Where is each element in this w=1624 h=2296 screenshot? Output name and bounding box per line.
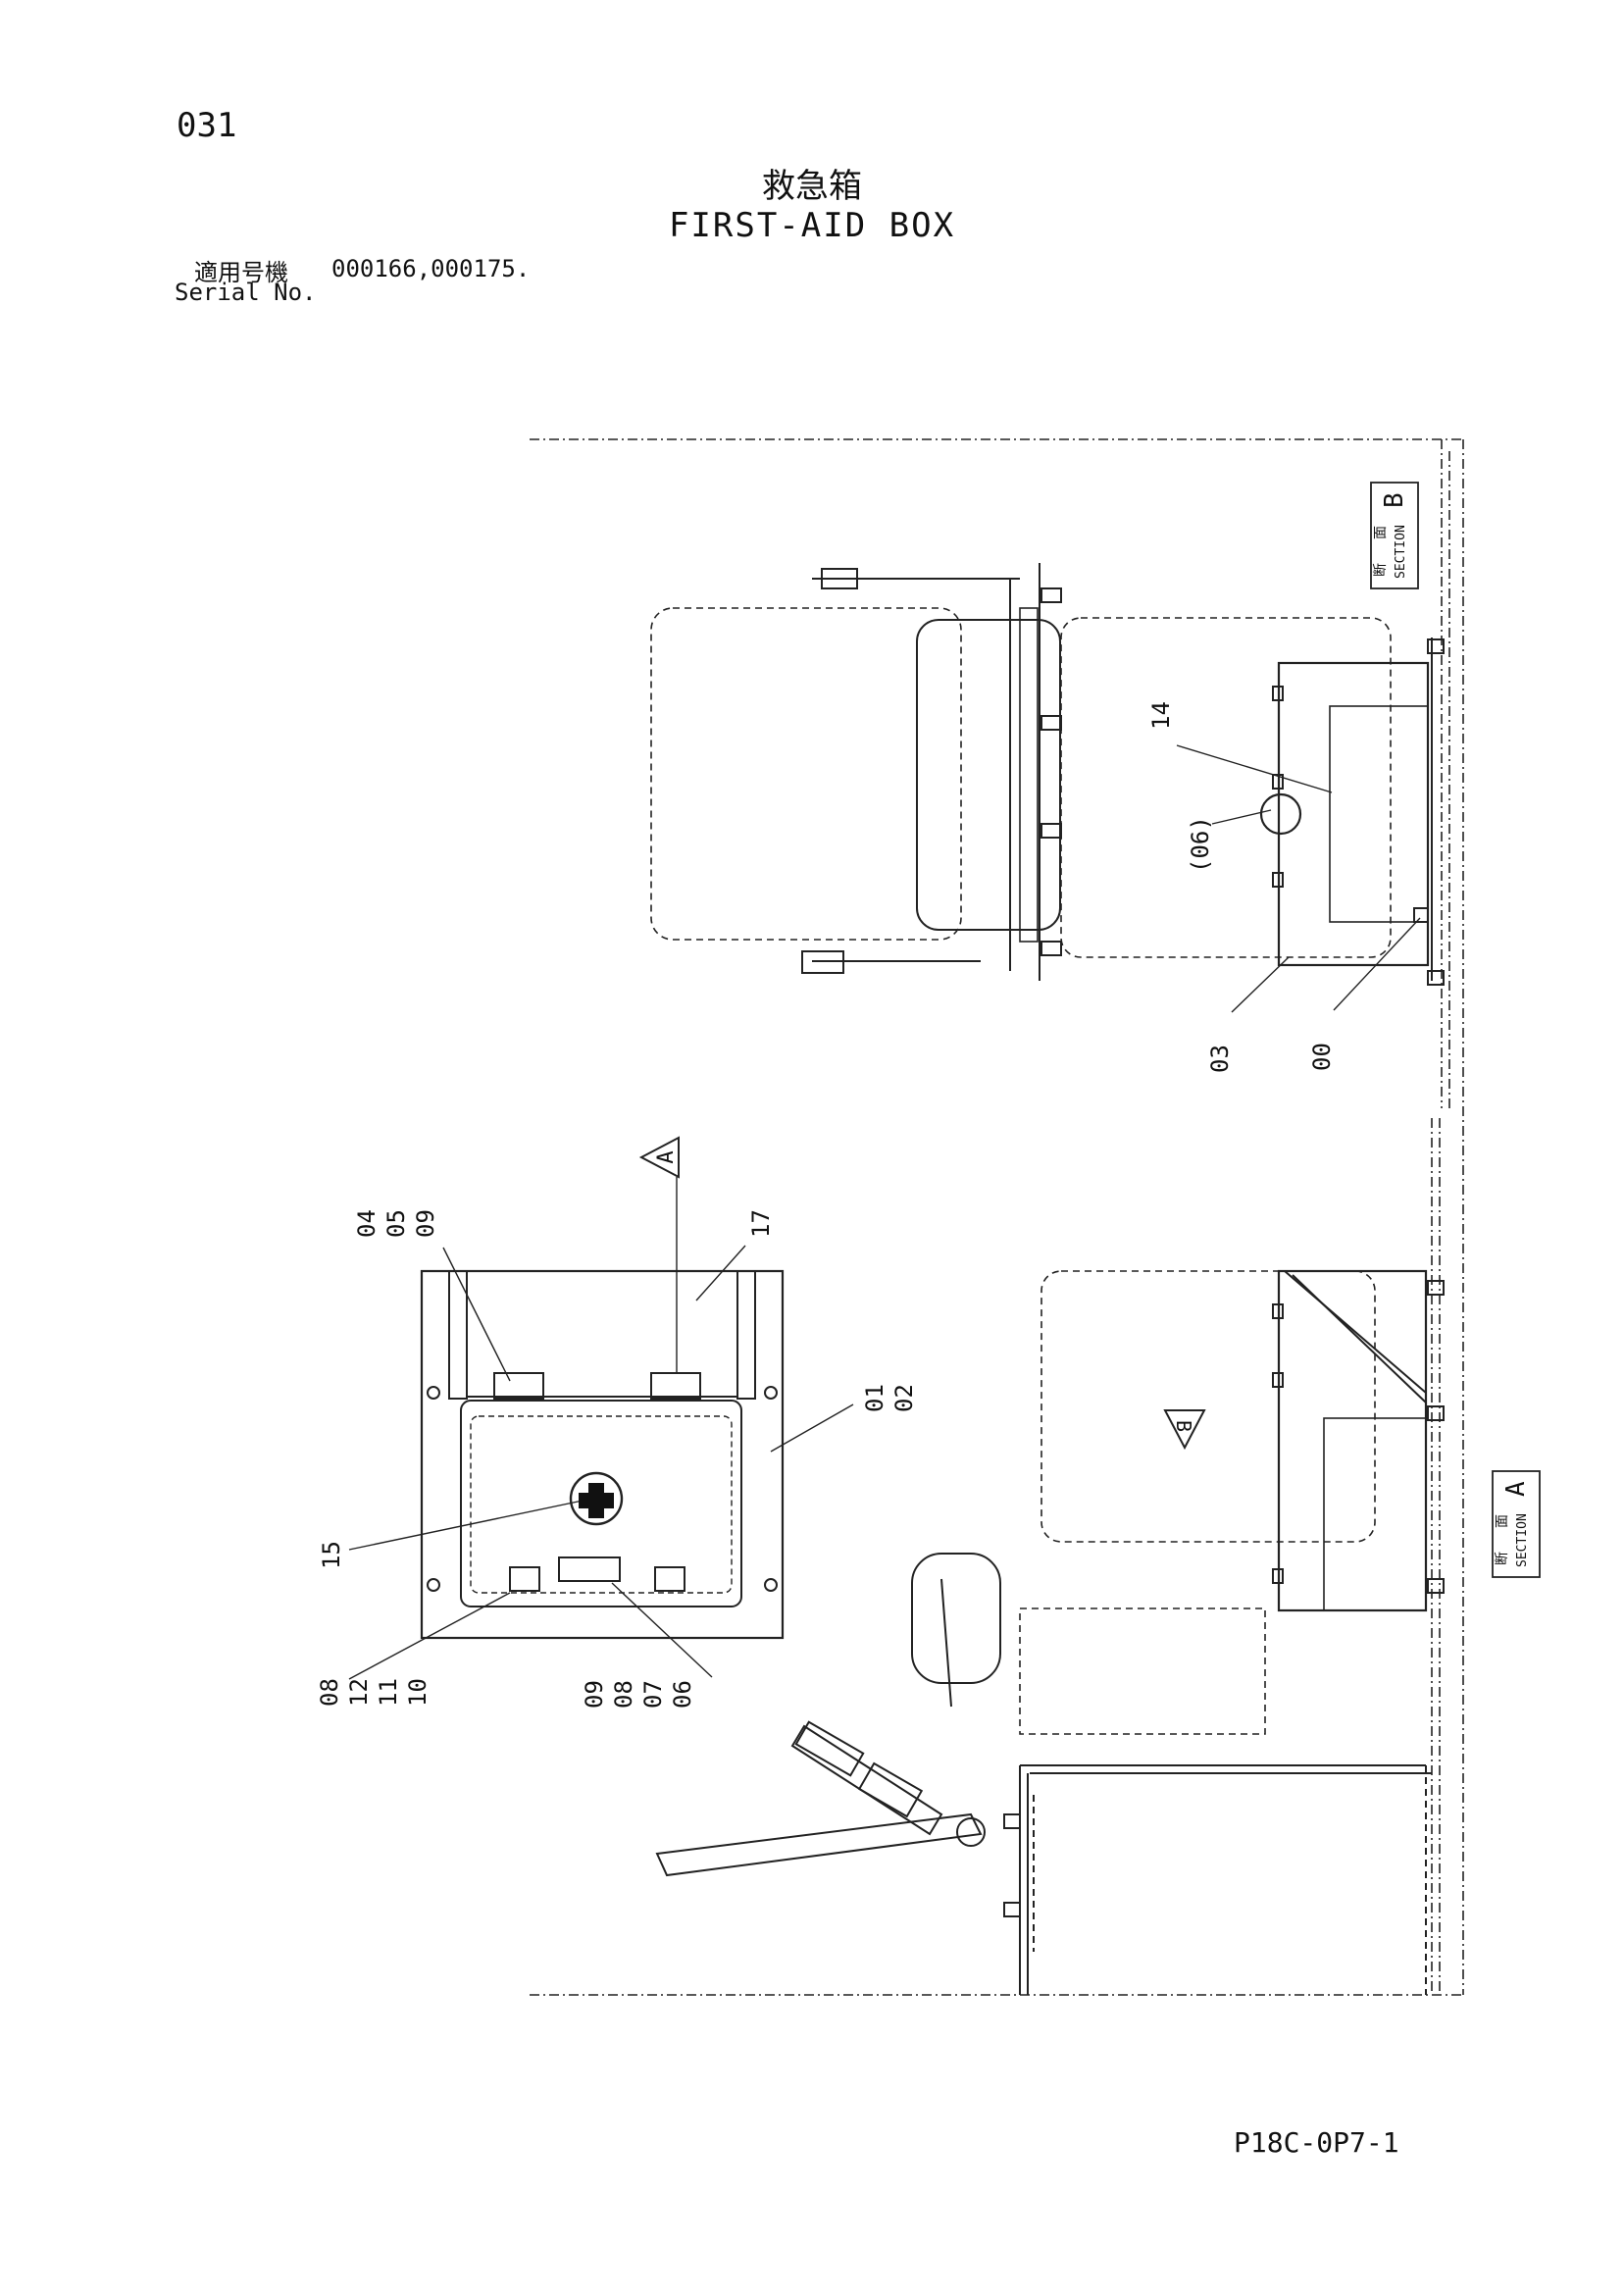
callout-01: 01 (861, 1384, 888, 1412)
section-a-letter: A (1501, 1481, 1531, 1497)
callout-04: 04 (353, 1209, 381, 1238)
callout-09b: 09 (581, 1680, 608, 1709)
section-b-en: SECTION (1394, 525, 1408, 579)
view-marker-a-letter: A (654, 1150, 679, 1163)
drawing-number: P18C-0P7-1 (1234, 2126, 1399, 2159)
callout-05: 05 (382, 1209, 410, 1238)
callout-11: 11 (375, 1678, 402, 1707)
section-b-letter: B (1380, 492, 1409, 508)
section-a-jp-top: 断 (1495, 1552, 1510, 1565)
callout-06b: 06 (669, 1680, 696, 1709)
callout-02: 02 (890, 1384, 918, 1412)
view-marker-b-letter: B (1172, 1420, 1195, 1432)
view-marker-b (1163, 1409, 1206, 1451)
leader-lines (348, 744, 1421, 1680)
callout-12: 12 (345, 1678, 373, 1707)
section-a-label (1492, 1470, 1541, 1578)
section-b-label (1370, 482, 1419, 589)
title-japanese: 救急箱 (762, 167, 862, 206)
callout-03: 03 (1206, 1045, 1234, 1073)
serial-label-japanese: 適用号機 (194, 259, 288, 286)
callout-08b: 08 (610, 1680, 637, 1709)
callout-15: 15 (318, 1541, 345, 1569)
section-b-view (650, 563, 1445, 986)
front-view (420, 1269, 785, 1640)
callout-07: 07 (639, 1680, 667, 1709)
section-b-jp-bottom: 面 (1373, 526, 1389, 539)
page-number: 031 (177, 106, 237, 145)
callout-10: 10 (404, 1678, 431, 1707)
first-aid-cross-icon (579, 1483, 614, 1518)
section-a-en: SECTION (1515, 1513, 1530, 1567)
callout-06-paren: (06) (1187, 816, 1214, 873)
title-english: FIRST-AID BOX (668, 206, 956, 245)
view-marker-a (638, 1136, 680, 1179)
section-b-jp-top: 断 (1373, 563, 1389, 577)
callout-08a: 08 (316, 1678, 343, 1707)
callout-14: 14 (1147, 701, 1175, 730)
section-a-jp-bottom: 面 (1495, 1514, 1510, 1528)
callout-09a: 09 (412, 1209, 439, 1238)
serial-label-english: Serial No. (175, 279, 317, 306)
serial-values: 000166,000175. (331, 255, 531, 282)
section-a-view (655, 1269, 1445, 1995)
callout-17: 17 (747, 1209, 775, 1238)
frame (530, 438, 1464, 1996)
callout-00: 00 (1308, 1043, 1336, 1071)
